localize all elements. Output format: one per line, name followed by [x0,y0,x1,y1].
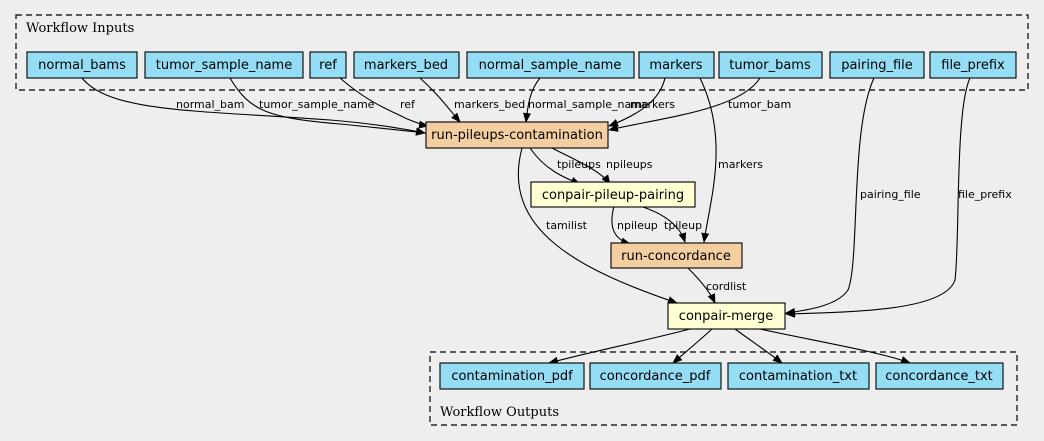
edge-concordance-pdf [672,328,713,364]
input-node-normal-sample-name[interactable]: normal_sample_name [466,51,635,79]
step-node-box [530,181,696,208]
step-node-label: run-concordance [621,249,731,264]
input-node-label: tumor_bams [729,58,811,73]
edge-npileup [611,205,631,246]
step-node-label: run-pileups-contamination [431,128,603,143]
input-node-label: normal_bams [38,58,126,73]
input-node-label: tumor_sample_name [156,58,292,73]
edge-markers-1 [608,77,666,127]
input-node-file-prefix[interactable]: file_prefix [929,51,1017,79]
step-node-label: conpair-pileup-pairing [542,188,684,203]
input-node-markers[interactable]: markers [638,51,715,79]
edge-tumor-sample-name [229,77,426,136]
step-node-conpair-merge[interactable]: conpair-merge [667,302,786,330]
input-node-box [718,51,823,79]
step-node-box [667,302,786,330]
edge-label-markers-2: markers [718,158,763,171]
output-node-concordance-txt[interactable]: concordance_txt [875,362,1004,390]
input-node-label: markers_bed [364,58,448,73]
edge-label-npileup: npileup [617,219,658,232]
input-node-label: file_prefix [941,58,1005,73]
output-node-box [875,362,1004,390]
output-node-box [727,362,870,390]
edge-tamilist [517,147,678,304]
edge-label-normal-sample-name: normal_sample_name [528,98,649,111]
edge-tumor-bams [608,77,761,132]
input-node-tumor-bams[interactable]: tumor_bams [718,51,823,79]
step-node-box [425,121,609,149]
output-node-box [439,362,585,390]
input-node-box [638,51,715,79]
edge-label-tumor-sample-name: tumor_sample_name [259,98,375,111]
input-node-normal-bams[interactable]: normal_bams [26,51,138,79]
output-node-label: concordance_pdf [600,369,711,384]
input-node-box [353,51,460,79]
workflow-outputs-cluster [429,351,1018,426]
edge-label-markers-bed: markers_bed [454,98,525,111]
output-node-contamination-pdf[interactable]: contamination_pdf [439,362,585,390]
workflow-inputs-label: Workflow Inputs [26,21,134,36]
step-node-run-concordance[interactable]: run-concordance [610,242,743,269]
input-node-tumor-sample-name[interactable]: tumor_sample_name [144,51,304,79]
edge-tpileup [639,205,687,243]
edge-cordlist [687,267,716,304]
workflow-inputs-cluster [15,14,1029,91]
step-node-run-pileups-contamination[interactable]: run-pileups-contamination [425,121,609,149]
input-node-box [26,51,138,79]
edge-normal-sample-name [523,77,541,123]
edge-label-npileups: npileups [606,158,653,171]
input-node-label: markers [649,58,702,73]
edge-label-pairing-file: pairing_file [860,188,921,201]
input-node-box [144,51,304,79]
edge-ref [339,77,429,129]
edge-markers-2 [699,77,717,243]
edge-label-tpileup: tpileup [664,219,702,232]
edge-contamination-pdf [548,328,691,365]
edge-label-cordlist: cordlist [706,280,747,293]
edge-normal-bams [81,77,426,136]
edge-npileups [551,147,611,185]
edge-label-tumor-bam: tumor_bam [728,98,791,111]
step-node-label: conpair-merge [679,309,773,324]
input-node-label: ref [319,58,337,73]
edge-label-markers-1: markers [630,98,675,111]
edge-label-tamilist: tamilist [546,219,588,232]
edge-pairing-file [785,77,875,316]
output-node-label: contamination_pdf [451,369,573,384]
input-node-label: normal_sample_name [479,58,622,73]
output-node-contamination-txt[interactable]: contamination_txt [727,362,870,390]
edge-contamination-txt [734,328,783,364]
edge-file-prefix [785,77,971,318]
edge-label-ref: ref [400,98,416,111]
input-node-markers-bed[interactable]: markers_bed [353,51,460,79]
output-node-label: concordance_txt [885,369,993,384]
input-node-box [929,51,1017,79]
input-node-ref[interactable]: ref [309,51,347,79]
output-node-concordance-pdf[interactable]: concordance_pdf [589,362,722,390]
input-node-box [309,51,347,79]
output-node-box [589,362,722,390]
output-node-label: contamination_txt [739,369,857,384]
input-node-label: pairing_file [841,58,913,73]
edge-markers-bed [419,77,461,123]
edge-label-tpileups: tpileups [557,158,601,171]
input-node-box [829,51,925,79]
edge-concordance-txt [759,328,911,364]
edge-label-file-prefix: file_prefix [958,188,1012,201]
input-node-pairing-file[interactable]: pairing_file [829,51,925,79]
step-node-box [610,242,743,269]
workflow-outputs-label: Workflow Outputs [440,405,559,420]
step-node-conpair-pileup-pairing[interactable]: conpair-pileup-pairing [530,181,696,208]
input-node-box [466,51,635,79]
edge-label-normal-bam: normal_bam [176,98,244,111]
